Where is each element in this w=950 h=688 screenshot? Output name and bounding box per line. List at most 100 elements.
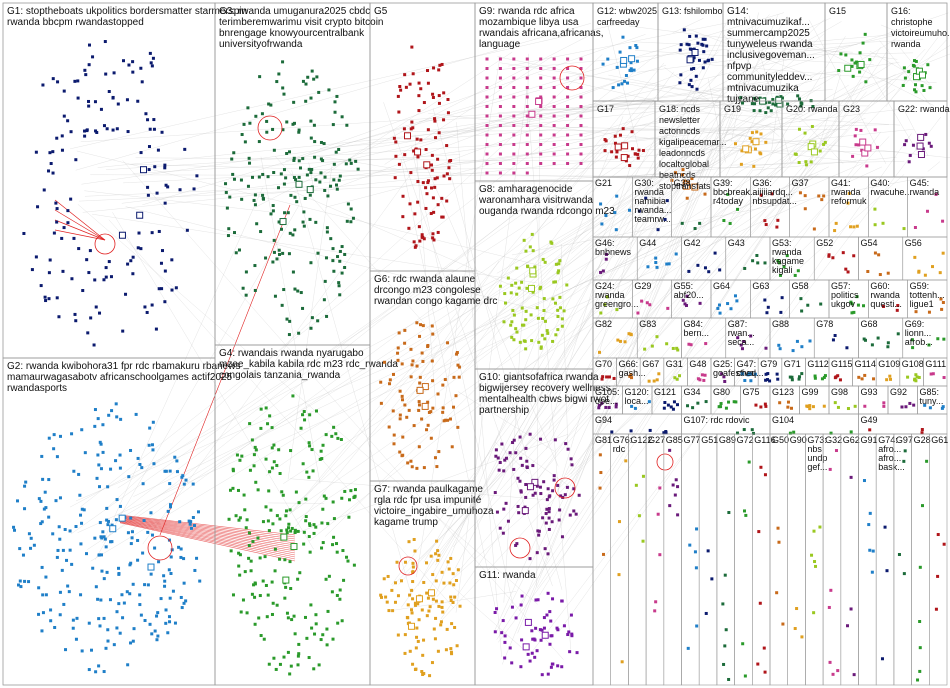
graph-node	[99, 467, 103, 471]
graph-node	[806, 303, 810, 307]
graph-node	[662, 431, 666, 435]
graph-node	[736, 336, 740, 340]
graph-node	[566, 86, 570, 89]
graph-node	[232, 177, 236, 181]
graph-node	[535, 551, 539, 555]
graph-node	[615, 308, 619, 312]
graph-node	[914, 90, 918, 94]
graph-node	[108, 598, 112, 602]
group-box	[214, 2, 371, 346]
graph-node	[270, 580, 274, 584]
graph-node	[808, 407, 812, 411]
graph-node	[734, 400, 738, 404]
graph-node	[44, 506, 48, 510]
graph-node	[86, 331, 90, 335]
graph-node	[297, 331, 301, 335]
graph-node	[115, 498, 119, 502]
graph-node	[40, 629, 44, 633]
graph-node	[928, 406, 932, 410]
graph-node	[310, 448, 314, 452]
graph-node	[493, 491, 497, 495]
hub-node	[918, 71, 926, 79]
graph-node	[61, 548, 65, 552]
graph-node	[198, 579, 202, 583]
graph-node	[525, 162, 529, 165]
graph-node	[633, 152, 637, 156]
group-label: G11: rwanda	[479, 570, 536, 581]
graph-node	[852, 310, 856, 314]
graph-node	[413, 212, 417, 216]
hub-node	[279, 218, 287, 226]
small-group: G63	[750, 279, 790, 319]
graph-node	[149, 511, 153, 515]
graph-node	[753, 102, 757, 106]
graph-edge	[522, 38, 897, 266]
graph-node	[855, 295, 859, 299]
graph-edge	[90, 174, 821, 177]
graph-node	[338, 174, 342, 178]
graph-node	[184, 478, 188, 482]
graph-node	[66, 119, 70, 123]
graph-node	[160, 287, 164, 291]
graph-node	[539, 124, 543, 127]
graph-node	[663, 400, 667, 404]
group-label: G88	[772, 319, 789, 329]
graph-node	[804, 160, 808, 164]
graph-node	[129, 641, 133, 645]
graph-node	[225, 206, 229, 210]
graph-node	[525, 286, 529, 290]
graph-node	[61, 269, 65, 273]
graph-node	[115, 610, 119, 614]
graph-node	[191, 482, 195, 486]
graph-node	[93, 100, 97, 104]
graph-node	[239, 610, 243, 614]
graph-node	[579, 95, 583, 99]
graph-node	[166, 185, 170, 189]
graph-node	[286, 211, 290, 215]
graph-node	[629, 67, 633, 71]
graph-node	[788, 431, 792, 435]
graph-node	[675, 346, 679, 350]
group-label: G48	[689, 359, 706, 369]
graph-node	[551, 489, 555, 493]
graph-node	[524, 249, 528, 253]
graph-node	[54, 201, 58, 205]
graph-node	[539, 492, 543, 496]
graph-edge	[452, 48, 926, 548]
graph-node	[673, 493, 677, 497]
graph-node	[929, 144, 933, 148]
graph-node	[720, 372, 724, 376]
graph-node	[322, 298, 326, 302]
group-label: G123	[772, 387, 794, 397]
graph-node	[822, 194, 826, 198]
graph-node	[157, 560, 161, 564]
graph-node	[628, 374, 632, 378]
graph-node	[146, 583, 150, 587]
graph-node	[292, 121, 296, 125]
graph-node	[313, 140, 317, 144]
graph-node	[431, 96, 435, 100]
graph-node	[302, 530, 306, 534]
small-group: G50	[769, 433, 789, 686]
graph-edge	[557, 178, 652, 493]
graph-node	[289, 449, 293, 453]
graph-node	[800, 372, 804, 376]
graph-node	[774, 103, 778, 107]
graph-node	[485, 114, 489, 118]
graph-node	[776, 259, 780, 263]
small-group: G114	[852, 357, 877, 387]
graph-node	[519, 489, 523, 493]
graph-node	[307, 656, 311, 660]
graph-node	[514, 616, 518, 620]
graph-node	[569, 457, 573, 461]
graph-node	[607, 375, 611, 379]
graph-edge	[102, 187, 263, 543]
graph-node	[575, 651, 579, 655]
graph-node	[542, 626, 546, 630]
group-label: G29	[634, 281, 651, 291]
graph-node	[777, 343, 781, 347]
graph-node	[293, 528, 297, 532]
